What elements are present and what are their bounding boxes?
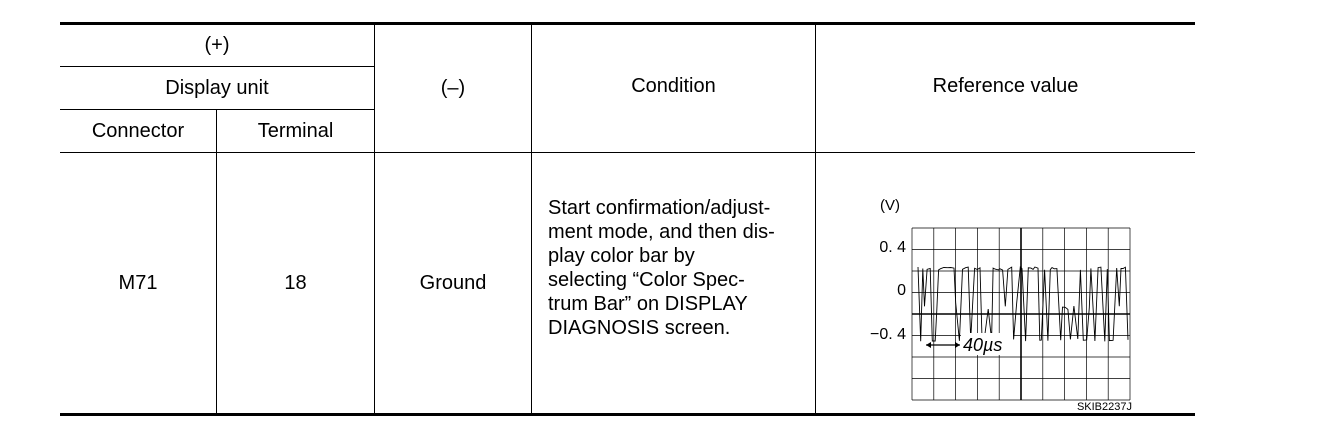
header-terminal: Terminal [257,120,334,142]
header-divider-plus [60,66,374,67]
table-top-rule [60,22,1195,25]
reference-table: (+) Display unit Connector Terminal (–) … [60,22,1195,418]
header-reference-value: Reference value [932,75,1079,97]
figure-id: SKIB2237J [1077,401,1132,410]
condition-line: play color bar by [548,245,695,267]
header-connector: Connector [91,120,185,142]
header-body-divider [60,152,1195,153]
header-plus: (+) [204,34,230,56]
header-divider-display-unit [60,109,374,110]
col-divider-connector-terminal [216,109,217,414]
header-minus: (–) [440,77,466,99]
condition-line: selecting “Color Spec- [548,269,745,291]
row-minus: Ground [419,272,487,294]
row-terminal: 18 [284,272,307,294]
waveform-time-label: 40µs [963,335,1002,355]
col-divider-terminal-minus [374,24,375,414]
condition-line: trum Bar” on DISPLAY [548,293,748,315]
waveform-y-label-pos: 0. 4 [879,239,906,256]
waveform-y-label-neg: −0. 4 [870,326,906,343]
waveform-figure: (V) 0. 4 0 −0. 4 40µs SKIB2237J [870,197,1132,410]
waveform-trace [917,266,1129,343]
condition-line: Start confirmation/adjust- [548,197,771,219]
header-condition: Condition [631,75,716,97]
waveform-y-label-zero: 0 [897,282,906,299]
waveform-unit-label: (V) [880,197,900,214]
waveform-signal [917,266,1129,343]
header-display-unit: Display unit [165,77,269,99]
row-condition: Start confirmation/adjust- ment mode, an… [548,196,818,340]
col-divider-minus-condition [531,24,532,414]
waveform-grid [911,227,1131,401]
condition-line: ment mode, and then dis- [548,221,775,243]
row-connector: M71 [118,272,158,294]
col-divider-condition-reference [815,24,816,414]
condition-line: DIAGNOSIS screen. [548,317,731,339]
table-bottom-rule [60,413,1195,416]
time-scale-marker: 40µs [926,333,1013,355]
